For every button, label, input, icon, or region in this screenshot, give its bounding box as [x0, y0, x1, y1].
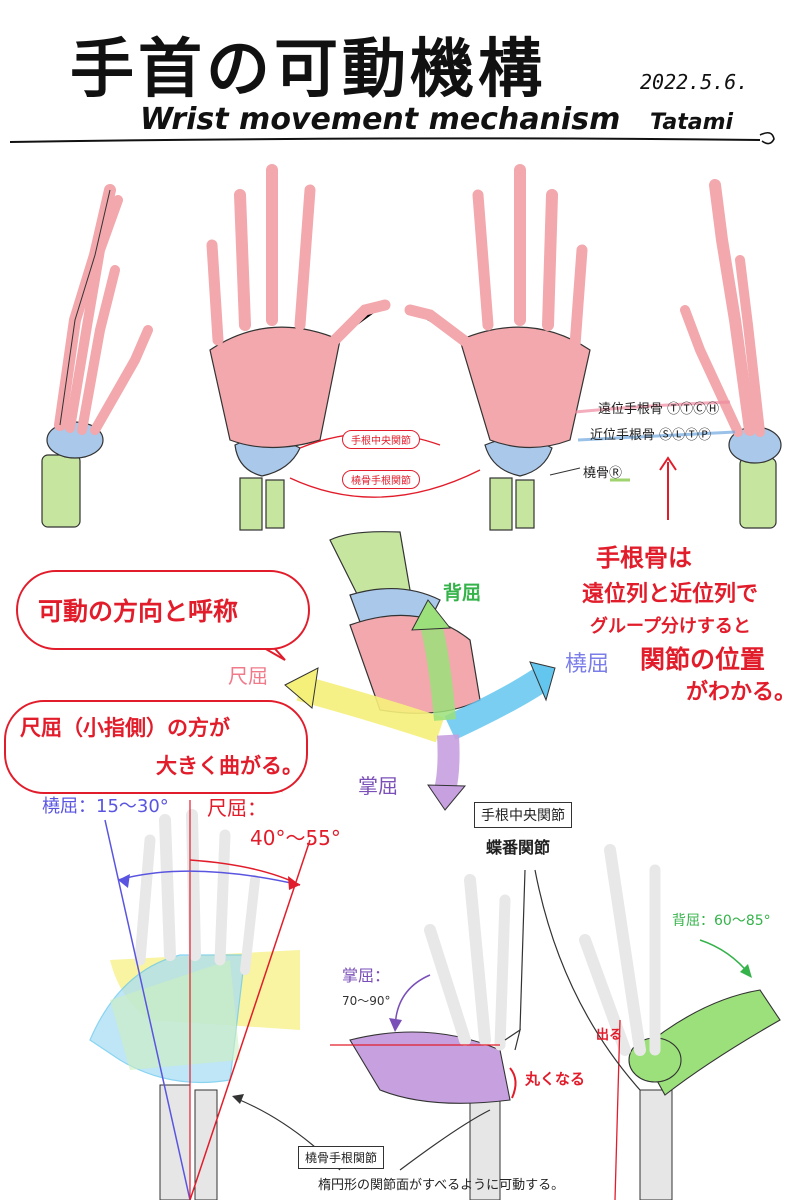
distal-row-label: 遠位手根骨 ⓉⓉⒸⒽ — [598, 402, 720, 417]
dorsiflexion-label: 背屈 — [443, 582, 482, 604]
palmar-range-value: 70～90° — [342, 994, 391, 1008]
ulnar-note-line-1: 尺屈（小指側）の方が — [20, 716, 230, 740]
carpal-note-line-2: 遠位列と近位列で — [582, 582, 759, 607]
ulnar-deviation-label: 尺屈 — [228, 664, 268, 688]
proximal-row-label: 近位手根骨 ⓈⓁⓉⓅ — [590, 428, 712, 443]
author-signature: Tatami — [650, 110, 734, 135]
ulnar-range-value: 40°～55° — [250, 826, 341, 850]
radial-deviation-label: 橈屈 — [565, 652, 610, 677]
hand-palm-left-illustration — [206, 164, 391, 531]
rounds-label: 丸くなる — [525, 1070, 586, 1088]
dorsal-range-label: 背屈：60～85° — [672, 913, 771, 929]
radial-range-label: 橈屈：15～30° — [42, 796, 169, 817]
palmar-flexion-label: 掌屈 — [358, 774, 398, 798]
hand-palm-right-illustration — [404, 164, 591, 531]
hand-side-left-illustration — [41, 184, 153, 528]
protrudes-label: 出る — [596, 1028, 623, 1043]
palmar-flexion-illustration — [330, 869, 526, 1200]
palmar-range-label: 掌屈： — [342, 966, 391, 985]
carpal-note-line-3: グループ分けすると — [590, 616, 751, 637]
hinge-joint-label: 蝶番関節 — [486, 838, 551, 857]
ulnar-range-label: 尺屈： — [207, 796, 267, 820]
dorsiflexion-illustration — [534, 844, 781, 1200]
ulnar-note-line-2: 大きく曲がる。 — [156, 754, 303, 778]
radiocarpal-box-label: 橈骨手根関節 — [298, 1146, 385, 1169]
carpal-note-line-1: 手根骨は — [596, 544, 692, 572]
radiocarpal-joint-pill: 橈骨手根関節 — [342, 470, 420, 489]
radius-label: 橈骨Ⓡ — [583, 466, 623, 481]
wrist-direction-illustration — [329, 531, 481, 714]
carpal-note-line-4: 関節の位置 — [640, 645, 766, 674]
date-label: 2022.5.6. — [640, 70, 749, 94]
page-subtitle: Wrist movement mechanism — [140, 102, 621, 137]
midcarpal-joint-pill: 手根中央関節 — [342, 430, 420, 449]
direction-title: 可動の方向と呼称 — [38, 597, 239, 626]
hand-side-right-illustration — [680, 179, 782, 529]
ellipsoid-note: 楕円形の関節面がすべるように可動する。 — [318, 1178, 565, 1193]
direction-title-bubble: 可動の方向と呼称 — [16, 570, 310, 650]
ulnar-note-bubble: 尺屈（小指側）の方が 大きく曲がる。 — [4, 700, 308, 794]
page-title: 手首の可動機構 — [70, 32, 546, 107]
deviation-range-illustration — [89, 800, 311, 1200]
carpal-note-line-5: がわかる。 — [686, 680, 797, 705]
midcarpal-box-label: 手根中央関節 — [474, 802, 572, 828]
